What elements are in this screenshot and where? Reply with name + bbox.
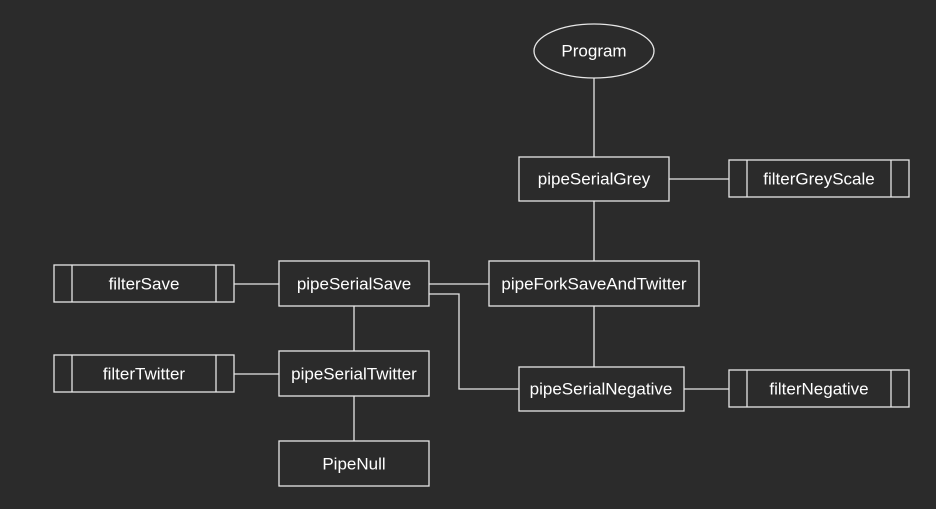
program-label: Program: [561, 42, 626, 61]
pipe-serial-save-label: pipeSerialSave: [297, 275, 411, 294]
filter-grey-scale-node: filterGreyScale: [728, 159, 910, 198]
pipe-null-label: PipeNull: [322, 455, 385, 474]
filter-save-label: filterSave: [109, 275, 180, 294]
filter-negative-node: filterNegative: [728, 369, 910, 408]
pipe-serial-grey-label: pipeSerialGrey: [538, 170, 651, 189]
pipe-null-node: PipeNull: [278, 440, 430, 487]
program-node: Program: [533, 23, 655, 79]
pipe-serial-negative-label: pipeSerialNegative: [530, 380, 673, 399]
filter-twitter-node: filterTwitter: [53, 354, 235, 393]
filter-grey-scale-label: filterGreyScale: [763, 170, 874, 189]
edge-save-to-pipe-serial-negative: [429, 293, 519, 390]
filter-save-node: filterSave: [53, 264, 235, 303]
pipe-serial-twitter-node: pipeSerialTwitter: [278, 350, 430, 397]
pipe-serial-grey-node: pipeSerialGrey: [518, 156, 670, 202]
pipe-serial-save-node: pipeSerialSave: [278, 260, 430, 307]
connectors: [234, 78, 729, 441]
filter-twitter-label: filterTwitter: [103, 365, 186, 384]
pipe-fork-save-and-twitter-label: pipeForkSaveAndTwitter: [501, 275, 687, 294]
filter-negative-label: filterNegative: [769, 380, 868, 399]
pipe-serial-negative-node: pipeSerialNegative: [518, 366, 685, 412]
pipe-serial-twitter-label: pipeSerialTwitter: [291, 365, 417, 384]
pipe-fork-save-and-twitter-node: pipeForkSaveAndTwitter: [488, 260, 700, 307]
